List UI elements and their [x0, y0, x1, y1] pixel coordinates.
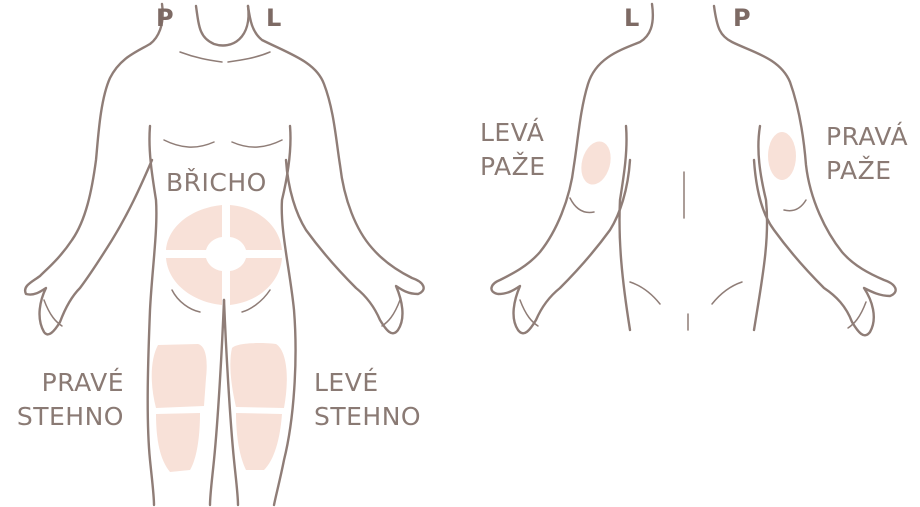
- left-arm-label-line1: LEVÁ: [480, 118, 545, 147]
- left-arm-label: LEVÁ PAŽE: [480, 116, 546, 184]
- back-figure: [490, 2, 897, 337]
- abdomen-label-text: BŘICHO: [166, 168, 267, 197]
- right-arm-injection-zone: [768, 132, 796, 180]
- right-thigh-label-line2: STEHNO: [16, 402, 124, 431]
- abdomen-injection-zone: [166, 205, 282, 305]
- left-thigh-label-line1: LEVÉ: [314, 368, 379, 397]
- front-side-marker-right: L: [266, 4, 282, 32]
- right-arm-label: PRAVÁ PAŽE: [826, 120, 908, 188]
- left-thigh-injection-zone: [230, 343, 287, 470]
- back-side-marker-left: L: [624, 4, 640, 32]
- left-thigh-label: LEVÉ STEHNO: [314, 366, 421, 434]
- right-arm-label-line1: PRAVÁ: [826, 122, 909, 151]
- right-thigh-label-line1: PRAVÉ: [41, 368, 124, 397]
- front-figure: [23, 2, 425, 507]
- abdomen-label: BŘICHO: [166, 166, 267, 200]
- left-arm-injection-zone: [581, 141, 611, 185]
- left-arm-label-line2: PAŽE: [480, 152, 546, 181]
- right-thigh-injection-zone: [151, 344, 207, 472]
- right-arm-label-line2: PAŽE: [826, 156, 892, 185]
- right-thigh-label: PRAVÉ STEHNO: [2, 366, 124, 434]
- back-side-marker-right: P: [733, 4, 751, 32]
- left-thigh-label-line2: STEHNO: [314, 402, 422, 431]
- front-side-marker-left: P: [156, 4, 174, 32]
